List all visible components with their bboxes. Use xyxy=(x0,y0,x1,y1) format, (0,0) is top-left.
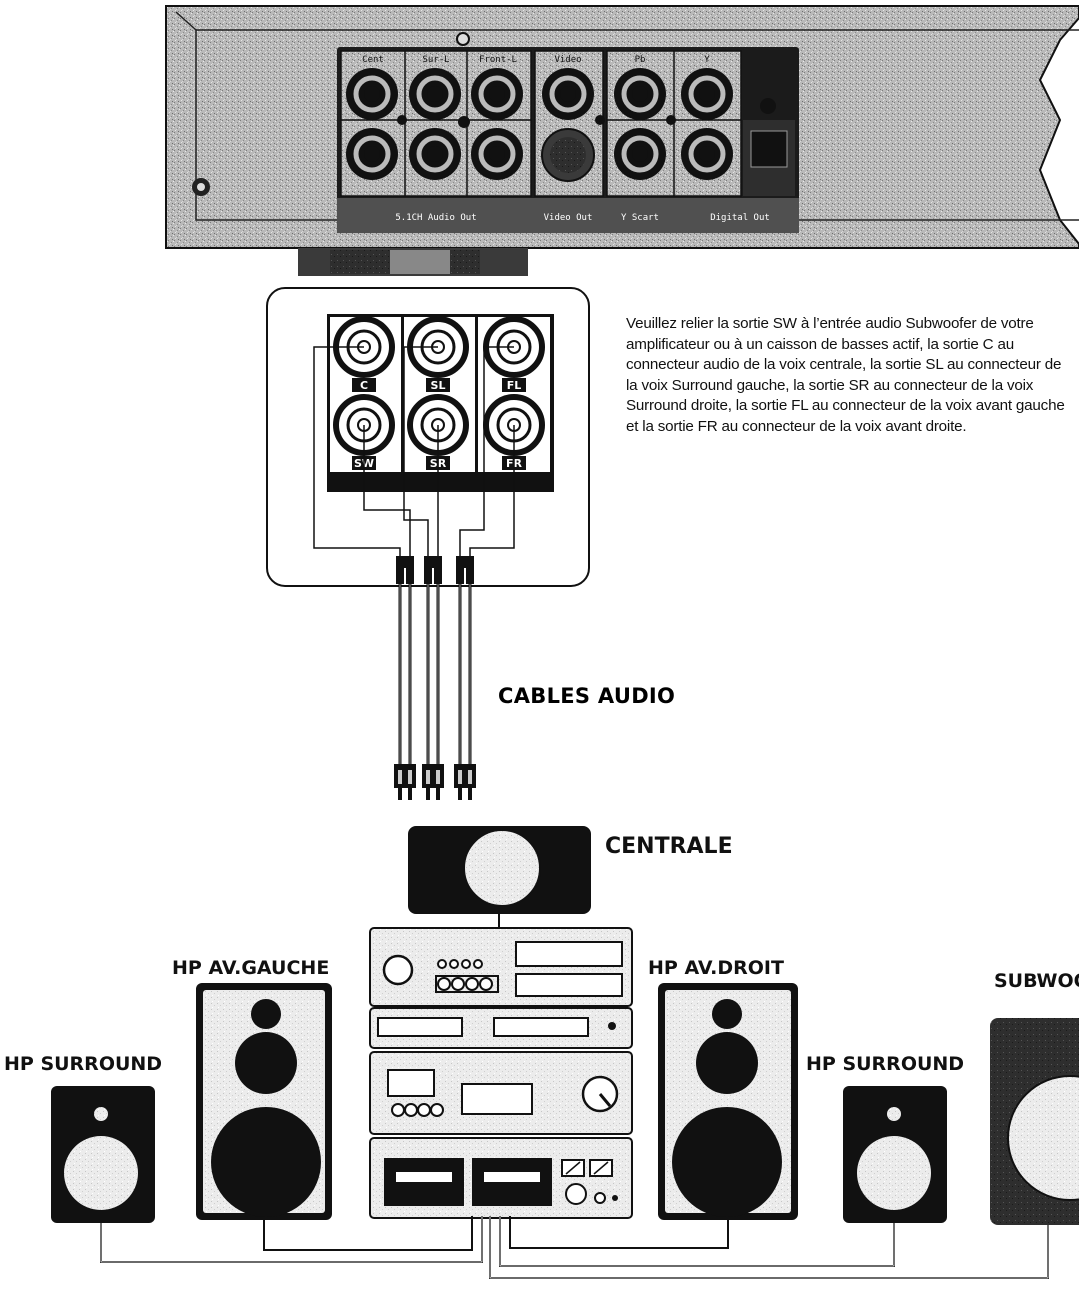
player-jacks: Cent Sur-L Front-L Video Pb Y 5.1CH Audi… xyxy=(340,50,795,223)
jack-label-sur-l: Sur-L xyxy=(422,55,449,65)
front-right-speaker xyxy=(658,983,798,1220)
jack-label-front-l: Front-L xyxy=(479,55,517,65)
speaker-wires xyxy=(100,1216,1049,1279)
cables-audio-label: CABLES AUDIO xyxy=(498,684,676,708)
group-label-scart: Y Scart xyxy=(621,213,659,223)
jack-label-cent: Cent xyxy=(362,55,384,65)
connector-label-sl: SL xyxy=(431,379,446,392)
connector-wires xyxy=(313,346,515,560)
audio-cables xyxy=(394,556,476,800)
label-surround-left: HP SURROUND xyxy=(4,1053,163,1075)
label-surround-right: HP SURROUND xyxy=(806,1053,965,1075)
jack-label-y: Y xyxy=(704,55,710,65)
label-front-right: HP AV.DROIT xyxy=(648,957,784,979)
hifi-stack xyxy=(369,927,633,1219)
connector-label-fl: FL xyxy=(507,379,522,392)
subwoofer-speaker xyxy=(990,1018,1079,1225)
player-rear-panel: Cent Sur-L Front-L Video Pb Y 5.1CH Audi… xyxy=(165,5,1079,276)
label-front-left: HP AV.GAUCHE xyxy=(172,957,330,979)
jack-label-video: Video xyxy=(554,55,581,65)
connector-jacks: C SL FL SW SR FR xyxy=(333,316,545,470)
jack-label-pb: Pb xyxy=(635,55,646,65)
surround-left-speaker xyxy=(51,1086,155,1223)
label-subwoofer: SUBWOOFER xyxy=(994,970,1079,992)
label-centrale: CENTRALE xyxy=(605,834,733,859)
group-label-digital: Digital Out xyxy=(710,213,770,223)
front-left-speaker xyxy=(196,983,332,1220)
group-label-video: Video Out xyxy=(544,213,593,223)
center-speaker xyxy=(408,826,591,928)
group-label-audio: 5.1CH Audio Out xyxy=(395,213,476,223)
connector-label-c: C xyxy=(360,379,368,392)
connection-instructions: Veuillez relier la sortie SW à l’entrée … xyxy=(626,315,1065,435)
surround-right-speaker xyxy=(843,1086,947,1223)
connector-zoom-box: C SL FL SW SR FR xyxy=(266,287,590,587)
